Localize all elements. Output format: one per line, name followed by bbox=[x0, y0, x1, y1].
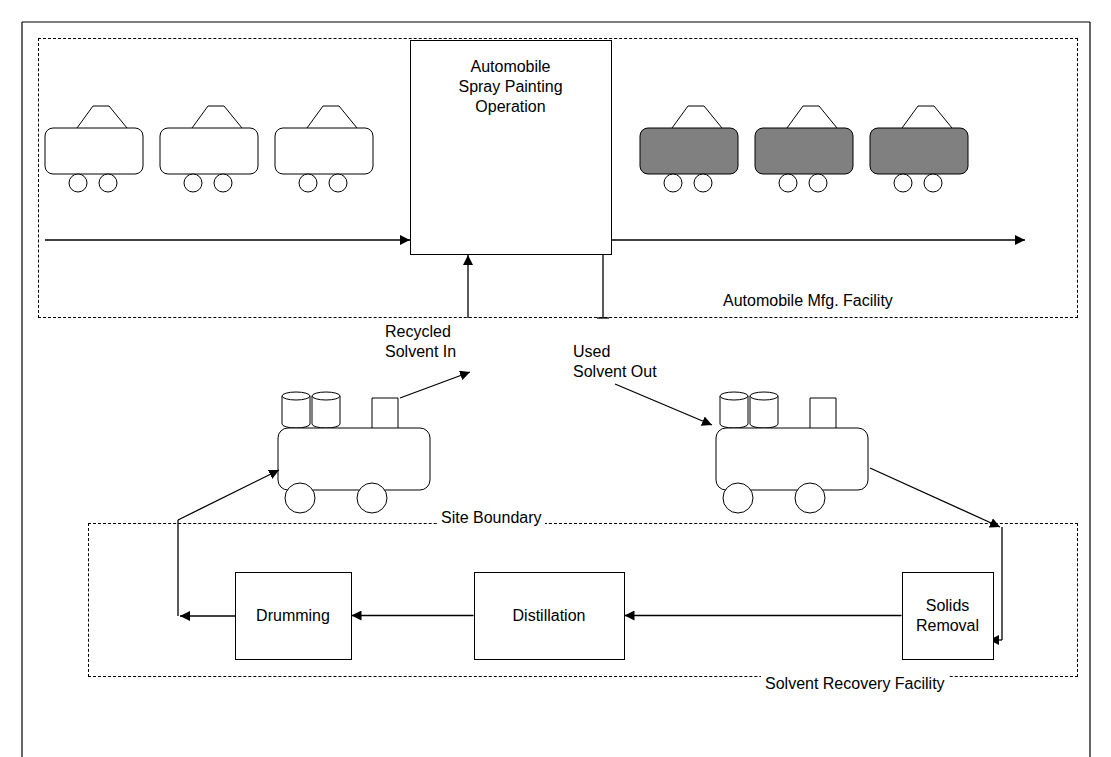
process-label: Drumming bbox=[256, 606, 330, 626]
car-roof bbox=[307, 106, 357, 128]
car-roof bbox=[77, 106, 127, 128]
drum-top bbox=[750, 392, 778, 400]
car-wheel bbox=[924, 174, 942, 192]
transport-line bbox=[1001, 527, 1002, 640]
facility-boundary: Solvent Recovery FacilityDrummingDistill… bbox=[88, 523, 1078, 677]
process-box: Automobile Spray Painting Operation bbox=[410, 40, 612, 255]
car-roof bbox=[902, 106, 952, 128]
car-wheel bbox=[664, 174, 682, 192]
car-wheel bbox=[329, 174, 347, 192]
facility-label: Automobile Mfg. Facility bbox=[719, 291, 897, 311]
flow-label: Recycled Solvent In bbox=[385, 322, 475, 362]
transport-arrow bbox=[870, 468, 1000, 527]
transport-line bbox=[177, 520, 178, 616]
conveyor-arrow bbox=[612, 239, 1025, 240]
drum-top bbox=[720, 392, 748, 400]
flow-label: Site Boundary bbox=[438, 508, 545, 528]
car-wheel bbox=[99, 174, 117, 192]
flow-label: Used Solvent Out bbox=[573, 342, 661, 382]
drum bbox=[282, 396, 310, 428]
car-wheel bbox=[69, 174, 87, 192]
drum bbox=[750, 396, 778, 428]
process-box: Distillation bbox=[474, 572, 625, 660]
frame-top bbox=[22, 21, 1090, 22]
truck bbox=[278, 392, 430, 513]
solvent-out-line bbox=[602, 255, 603, 318]
car-wheel bbox=[214, 174, 232, 192]
flow-arrow bbox=[625, 615, 902, 616]
painted-car bbox=[755, 106, 853, 192]
car-body bbox=[45, 128, 143, 174]
flow-arrow bbox=[352, 615, 474, 616]
truck-body bbox=[716, 428, 868, 490]
facility-boundary: Automobile Mfg. Facility Automobile Spray… bbox=[38, 38, 1078, 318]
conveyor-arrow bbox=[45, 239, 410, 240]
car-wheel bbox=[779, 174, 797, 192]
drum-top bbox=[282, 392, 310, 400]
drum bbox=[312, 396, 340, 428]
car-body bbox=[160, 128, 258, 174]
car bbox=[45, 106, 143, 192]
truck-wheel bbox=[795, 483, 825, 513]
car bbox=[275, 106, 373, 192]
process-label: Distillation bbox=[513, 606, 586, 626]
solvent-in-arrow bbox=[467, 255, 468, 318]
car-roof bbox=[192, 106, 242, 128]
car-roof bbox=[787, 106, 837, 128]
car-body bbox=[640, 128, 738, 174]
car-wheel bbox=[894, 174, 912, 192]
drum-top bbox=[312, 392, 340, 400]
car-body bbox=[275, 128, 373, 174]
painted-car bbox=[870, 106, 968, 192]
truck-body bbox=[278, 428, 430, 490]
truck-wheel bbox=[723, 483, 753, 513]
truck-wheel bbox=[285, 483, 315, 513]
car-wheel bbox=[184, 174, 202, 192]
truck bbox=[716, 392, 868, 513]
car-wheel bbox=[809, 174, 827, 192]
car-wheel bbox=[694, 174, 712, 192]
transport-arrow bbox=[178, 470, 279, 520]
transport-arrow bbox=[615, 384, 712, 425]
frame-left bbox=[21, 22, 22, 757]
car bbox=[160, 106, 258, 192]
truck-cab bbox=[372, 398, 398, 428]
painted-car bbox=[640, 106, 738, 192]
frame-right bbox=[1089, 22, 1090, 757]
car-wheel bbox=[299, 174, 317, 192]
truck-cab bbox=[810, 398, 836, 428]
process-label: Solids Removal bbox=[903, 596, 993, 636]
truck-wheel bbox=[357, 483, 387, 513]
drum bbox=[720, 396, 748, 428]
process-box: Drumming bbox=[235, 572, 352, 660]
facility-label: Solvent Recovery Facility bbox=[761, 674, 949, 694]
process-label: Automobile Spray Painting Operation bbox=[452, 57, 570, 117]
car-roof bbox=[672, 106, 722, 128]
car-body bbox=[755, 128, 853, 174]
transport-arrow bbox=[180, 615, 235, 616]
car-body bbox=[870, 128, 968, 174]
transport-arrow bbox=[400, 372, 470, 398]
process-box: Solids Removal bbox=[902, 572, 994, 660]
